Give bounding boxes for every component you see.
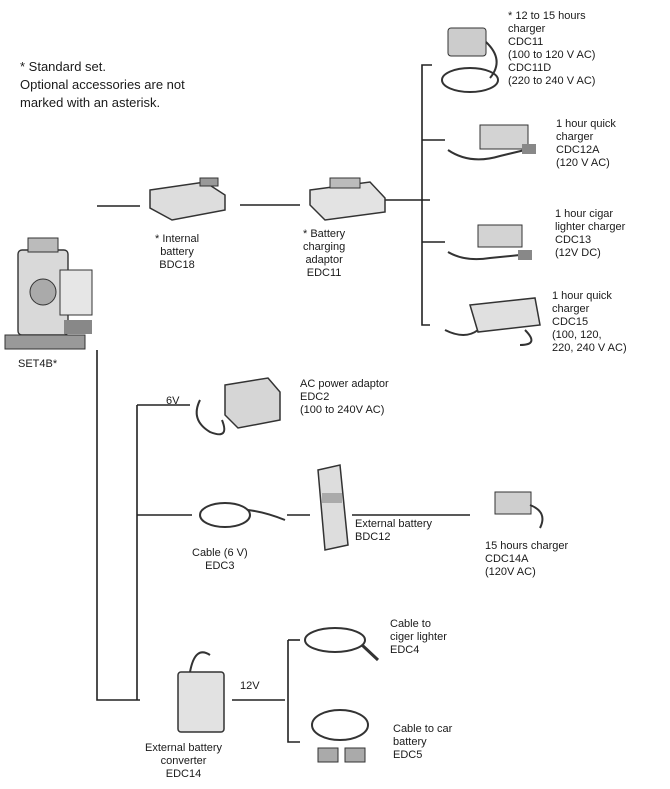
- ac-adaptor-icon: [197, 378, 280, 434]
- internal-battery-label: * Internal battery BDC18: [155, 233, 199, 272]
- voltage-12v-label: 12V: [240, 680, 260, 693]
- internal-battery-icon: [150, 178, 225, 220]
- charger-cdc12a-icon: [448, 125, 536, 159]
- charger-cdc15-icon: [445, 298, 540, 345]
- cable-edc3-icon: [200, 503, 285, 527]
- charger-cdc13-label: 1 hour cigar lighter charger CDC13 (12V …: [555, 208, 625, 260]
- charger-cdc14a-icon: [495, 492, 542, 528]
- cable-edc5-label: Cable to car battery EDC5: [393, 723, 452, 762]
- charger-cdc11-icon: [442, 28, 498, 92]
- charging-adaptor-label: * Battery charging adaptor EDC11: [303, 228, 345, 280]
- ac-adaptor-label: AC power adaptor EDC2 (100 to 240V AC): [300, 378, 389, 417]
- external-battery-bdc12-icon: [318, 465, 348, 550]
- note-line-1: * Standard set.: [20, 58, 185, 76]
- note-line-3: marked with an asterisk.: [20, 94, 185, 112]
- converter-edc14-label: External battery converter EDC14: [145, 742, 222, 781]
- main-unit-label: SET4B*: [18, 358, 57, 371]
- converter-edc14-icon: [178, 652, 224, 732]
- charger-cdc13-icon: [448, 225, 532, 260]
- charger-cdc12a-label: 1 hour quick charger CDC12A (120 V AC): [556, 118, 616, 170]
- cable-edc3-label: Cable (6 V) EDC3: [192, 547, 248, 573]
- charger-cdc11-label: * 12 to 15 hours charger CDC11 (100 to 1…: [508, 10, 595, 88]
- total-station-icon: [5, 238, 92, 349]
- voltage-6v-label: 6V: [166, 395, 179, 408]
- charging-adaptor-icon: [310, 178, 385, 220]
- cable-edc4-icon: [305, 628, 378, 660]
- charger-cdc14a-label: 15 hours charger CDC14A (120V AC): [485, 540, 568, 579]
- cable-edc5-icon: [312, 710, 368, 762]
- external-battery-bdc12-label: External battery BDC12: [355, 518, 432, 544]
- note-line-2: Optional accessories are not: [20, 76, 185, 94]
- charger-cdc15-label: 1 hour quick charger CDC15 (100, 120, 22…: [552, 290, 627, 355]
- cable-edc4-label: Cable to ciger lighter EDC4: [390, 618, 447, 657]
- legend-note: * Standard set. Optional accessories are…: [20, 58, 185, 112]
